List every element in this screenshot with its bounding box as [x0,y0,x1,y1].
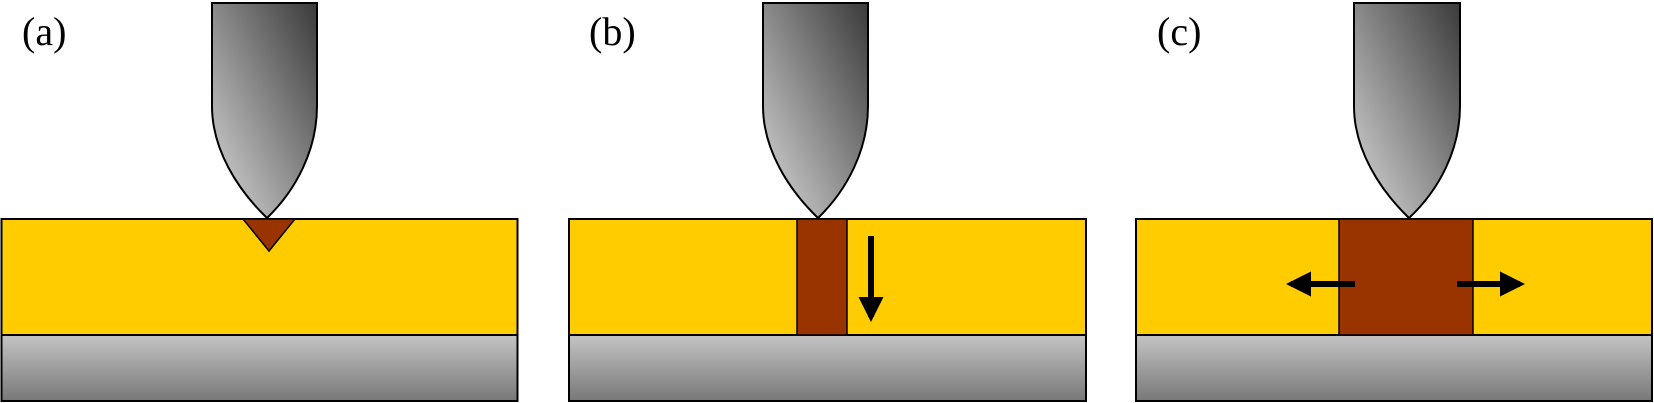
panel-a: (a) [0,2,519,402]
modified-column-b [796,218,848,336]
panel-label-a: (a) [22,9,66,54]
panel-c: (c) [1135,2,1653,402]
modified-notch-a [241,218,297,253]
probe-tip-b [762,2,869,220]
probe-tip-a [211,2,318,220]
panel-b: (b) [568,2,1087,402]
panel-label-b: (b) [589,9,636,54]
substrate-c [1135,334,1653,402]
substrate-b [568,334,1087,402]
substrate-a [0,334,519,402]
probe-tip-c [1353,2,1461,220]
modified-column-c [1338,218,1474,336]
panel-label-c: (c) [1157,9,1201,54]
